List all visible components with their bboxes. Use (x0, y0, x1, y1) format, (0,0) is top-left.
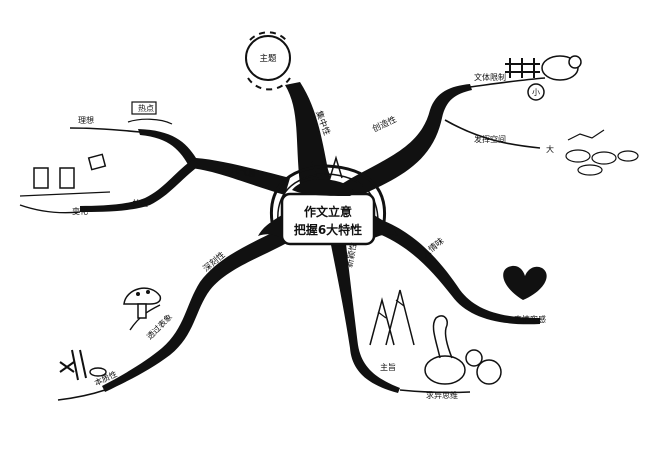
goose-icon (425, 316, 501, 384)
mushroom-icon (124, 288, 160, 318)
label-creativity: 创造性 (371, 114, 399, 135)
test-tube-icon (60, 350, 106, 380)
label-change: 变化 (72, 206, 88, 216)
mountain-icon (370, 290, 414, 345)
label-small: 小 (532, 88, 540, 97)
label-genre-limit: 文体限制 (474, 72, 506, 82)
label-through-surface: 透过表象 (144, 312, 174, 342)
label-big: 大 (546, 144, 554, 154)
cups-icon (20, 154, 110, 196)
heart-icon (503, 266, 546, 300)
label-hotspot: 热点 (138, 103, 154, 113)
label-true-feelings: 真情实感 (514, 314, 546, 324)
sheep-fence-icon (505, 56, 581, 80)
center-line1: 作文立意 (304, 204, 352, 219)
label-attention: 关注 (132, 198, 148, 208)
branch-lower-left (102, 222, 300, 392)
branch-left (138, 129, 290, 195)
topic-node: 主题 (246, 32, 290, 89)
topic-node-label: 主题 (259, 53, 277, 64)
label-free-space: 发挥空间 (474, 134, 506, 144)
label-divergent: 求异思维 (426, 390, 458, 400)
center-line2: 把握6大特性 (294, 222, 362, 237)
label-ideal: 理想 (78, 115, 94, 125)
label-theme: 主旨 (380, 362, 396, 372)
cloud-icon (566, 130, 638, 175)
